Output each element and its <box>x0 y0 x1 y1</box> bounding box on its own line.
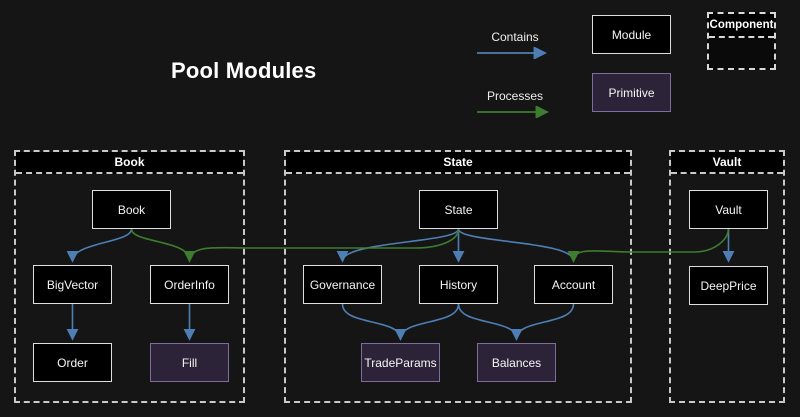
group-state: State <box>284 150 632 403</box>
legend-module-box: Module <box>592 15 671 54</box>
node-deepprice: DeepPrice <box>689 266 768 305</box>
node-tradeparams: TradeParams <box>361 343 440 382</box>
node-history: History <box>419 265 498 304</box>
node-bigvector: BigVector <box>33 265 112 304</box>
node-order: Order <box>33 343 112 382</box>
node-book: Book <box>92 190 171 229</box>
node-balances: Balances <box>477 343 556 382</box>
legend-component-label: Component <box>709 19 774 31</box>
group-vault: Vault <box>669 150 785 403</box>
legend-primitive-box: Primitive <box>592 73 671 112</box>
legend-processes-label: Processes <box>486 89 544 103</box>
node-account: Account <box>534 265 613 304</box>
page-title: Pool Modules <box>171 58 317 83</box>
group-state-header: State <box>286 152 630 174</box>
node-governance: Governance <box>303 265 382 304</box>
group-state-label: State <box>443 155 473 169</box>
node-orderinfo: OrderInfo <box>150 265 229 304</box>
node-state: State <box>419 190 498 229</box>
legend-component-header: Component <box>709 14 774 38</box>
processes-arrow-icon <box>477 106 550 118</box>
legend-component-box: Component <box>707 12 776 70</box>
group-vault-label: Vault <box>712 155 742 169</box>
group-vault-header: Vault <box>671 152 783 174</box>
legend-contains-label: Contains <box>491 30 539 44</box>
group-book-header: Book <box>16 152 243 174</box>
node-vault: Vault <box>689 190 768 229</box>
contains-arrow-icon <box>477 47 548 59</box>
node-fill: Fill <box>150 343 229 382</box>
group-book: Book <box>14 150 245 403</box>
group-book-label: Book <box>114 155 145 169</box>
